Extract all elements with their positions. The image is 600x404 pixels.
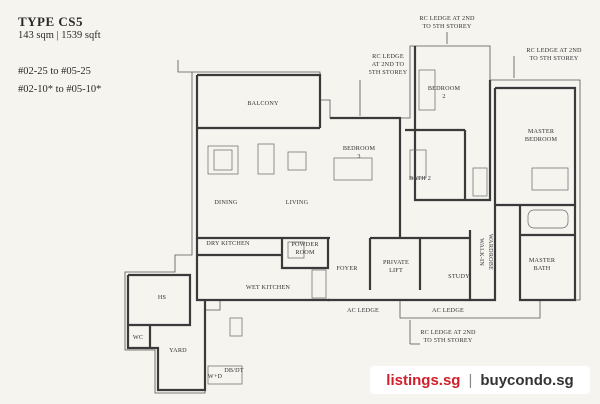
- watermark-listings: listings.sg: [386, 371, 461, 389]
- room-powder-line1: POWDER: [291, 241, 319, 248]
- note-rc1-line2: TO 5TH STOREY: [422, 23, 471, 30]
- room-living: LIVING: [286, 199, 309, 206]
- note-rc1-line1: RC LEDGE AT 2ND: [419, 15, 475, 22]
- note-rc2-line2: AT 2ND TO: [372, 61, 405, 68]
- note-rc4-line1: RC LEDGE AT 2ND: [420, 329, 476, 336]
- room-dry-kitchen: DRY KITCHEN: [206, 240, 250, 247]
- room-private-lift-line2: LIFT: [389, 267, 403, 274]
- room-master-bath-line1: MASTER: [529, 257, 556, 264]
- note-rc2-line3: 5TH STOREY: [369, 69, 408, 76]
- unit-numbers-1: #02-25 to #05-25: [18, 66, 91, 77]
- room-powder-line2: ROOM: [295, 249, 315, 256]
- room-bedroom2-line1: BEDROOM: [428, 85, 461, 92]
- room-foyer: FOYER: [336, 265, 358, 272]
- walls: [126, 46, 577, 392]
- unit-type-title: TYPE CS5: [18, 14, 84, 29]
- room-bedroom2-line2: 2: [442, 93, 445, 100]
- room-dining: DINING: [214, 199, 238, 206]
- room-dbdt: DB/DT: [224, 367, 244, 374]
- watermark-buycondo: buycondo.sg: [480, 371, 574, 389]
- ledge-notes: RC LEDGE AT 2ND TO 5TH STOREY RC LEDGE A…: [359, 15, 582, 345]
- room-hs: HS: [158, 294, 167, 301]
- room-master-bedroom-line2: BEDROOM: [525, 136, 558, 143]
- room-bath2: BATH 2: [409, 175, 431, 182]
- note-rc3-line2: TO 5TH STOREY: [529, 55, 578, 62]
- room-master-bedroom-line1: MASTER: [528, 128, 555, 135]
- room-walkin-line1: WALK-IN: [478, 238, 485, 266]
- room-bedroom3-line1: BEDROOM: [343, 145, 376, 152]
- unit-area: 143 sqm | 1539 sqft: [18, 30, 101, 41]
- room-walkin-line2: WARDROBE: [487, 234, 494, 270]
- room-wet-kitchen: WET KITCHEN: [246, 284, 291, 291]
- room-bedroom3-line2: 3: [357, 153, 360, 160]
- room-yard: YARD: [169, 347, 187, 354]
- watermark-badge: listings.sg | buycondo.sg: [370, 366, 590, 394]
- note-rc3-line1: RC LEDGE AT 2ND: [526, 47, 582, 54]
- room-study: STUDY: [448, 273, 470, 280]
- note-rc2-line1: RC LEDGE: [372, 53, 404, 60]
- room-wc: WC: [133, 334, 143, 341]
- room-balcony: BALCONY: [247, 100, 279, 107]
- note-rc4-line2: TO 5TH STOREY: [423, 337, 472, 344]
- room-master-bath-line2: BATH: [534, 265, 551, 272]
- room-ac-ledge-2: AC LEDGE: [432, 307, 464, 314]
- outer-boundary: [124, 45, 581, 394]
- watermark-separator: |: [468, 371, 473, 389]
- unit-numbers-2: #02-10* to #05-10*: [18, 84, 102, 95]
- fixtures: [207, 69, 569, 385]
- room-private-lift-line1: PRIVATE: [383, 259, 409, 266]
- room-labels: BALCONY DINING LIVING BEDROOM 3 BEDROOM …: [133, 85, 558, 380]
- room-ac-ledge-1: AC LEDGE: [347, 307, 379, 314]
- room-wd: W+D: [208, 373, 223, 380]
